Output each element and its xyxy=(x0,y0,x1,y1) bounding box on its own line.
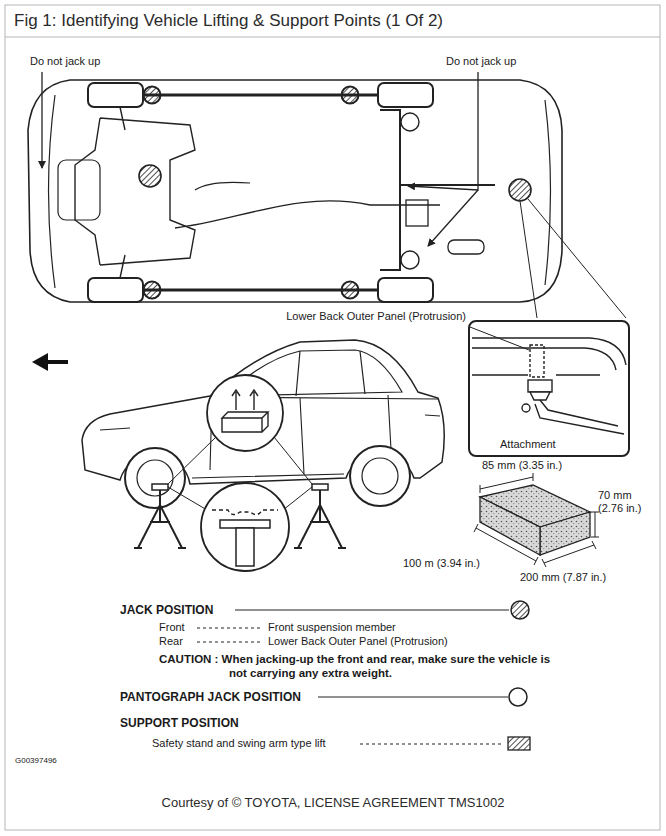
warning-label: Do not jack up xyxy=(30,55,100,68)
stand-post xyxy=(236,528,254,566)
figure-frame xyxy=(5,5,660,830)
jack-saddle xyxy=(530,392,550,400)
part-label: Attachment xyxy=(500,438,556,451)
dimension-line xyxy=(542,541,596,567)
caution-note: CAUTION : When jacking-up the front and … xyxy=(159,653,559,681)
legend-description: Front suspension member xyxy=(268,621,396,634)
inset-leader xyxy=(520,199,626,318)
muffler xyxy=(448,240,484,254)
dimension-label: 70 mm (2.76 in.) xyxy=(598,489,654,515)
stand-saddle xyxy=(220,520,270,528)
wheel xyxy=(378,83,433,107)
support-point xyxy=(144,282,161,299)
rear-jack-point xyxy=(509,179,531,201)
wheel-rim xyxy=(137,460,173,496)
legend-description: Lower Back Outer Panel (Protrusion) xyxy=(268,635,448,648)
steering-rod xyxy=(195,182,250,190)
legend-term: Front xyxy=(159,621,185,634)
dimension-line xyxy=(480,473,533,493)
panel-protrusion xyxy=(530,345,544,377)
block-side xyxy=(540,512,590,555)
panel-leader xyxy=(470,327,529,350)
legend-label: JACK POSITION xyxy=(120,603,213,617)
front-jack-point xyxy=(139,165,161,187)
inset-box: Lower Back Outer Panel (Protrusion)Attac… xyxy=(468,320,630,457)
warning-label: Do not jack up xyxy=(446,55,516,68)
legend-dashes xyxy=(360,744,502,745)
top-view xyxy=(28,72,626,318)
wheel-rim xyxy=(362,458,398,494)
body-outline xyxy=(28,80,562,302)
dimension-line xyxy=(591,512,599,537)
fuel-tank xyxy=(406,200,428,226)
wheel xyxy=(88,83,143,107)
jack-pivot xyxy=(522,404,530,412)
bumper-line xyxy=(49,95,551,288)
dimension-block xyxy=(474,473,599,567)
support-point xyxy=(342,282,359,299)
support-position-symbol xyxy=(508,737,530,750)
detail-circle xyxy=(207,375,283,451)
rear-bracket xyxy=(401,251,419,269)
wheel xyxy=(378,278,433,302)
dimension-label: 200 mm (7.87 in.) xyxy=(520,571,606,584)
warning-arrow xyxy=(428,190,478,246)
legend-leader xyxy=(235,610,509,611)
legend-label: PANTOGRAPH JACK POSITION xyxy=(120,690,301,704)
rear-bumper xyxy=(472,338,626,375)
wheel xyxy=(125,448,185,508)
safety-stand xyxy=(134,490,186,548)
legend-term: Rear xyxy=(159,635,183,648)
dimension-label: 85 mm (3.35 in.) xyxy=(482,459,562,472)
title-rule xyxy=(5,37,660,38)
figure-caption: Courtesy of © TOYOTA, LICENSE AGREEMENT … xyxy=(0,795,666,811)
front-subframe xyxy=(75,107,195,278)
legend-leader xyxy=(318,697,508,698)
engine-outline xyxy=(58,160,100,220)
arrow-head xyxy=(32,353,48,371)
arrow-shaft xyxy=(46,360,68,364)
wheel xyxy=(350,446,410,506)
attachment-block xyxy=(528,380,552,392)
rear-bracket xyxy=(401,113,419,131)
stand-head xyxy=(152,484,168,490)
rocker-sill xyxy=(143,95,378,290)
support-point xyxy=(342,87,359,104)
front-direction-arrow xyxy=(32,353,68,371)
panel-heading: Lower Back Outer Panel (Protrusion) xyxy=(286,310,466,323)
sill-profile xyxy=(212,510,278,515)
jack-position-symbol xyxy=(511,601,529,619)
warning-arrow xyxy=(41,72,42,168)
support-block xyxy=(222,412,268,432)
legend-dashes xyxy=(197,642,262,643)
safety-stand xyxy=(294,490,346,548)
jack-arm xyxy=(535,400,624,434)
warning-arrow xyxy=(408,72,478,190)
inset-drawing xyxy=(470,327,626,434)
figure-title: Fig 1: Identifying Vehicle Lifting & Sup… xyxy=(14,11,443,31)
legend-heading: SUPPORT POSITION xyxy=(120,716,239,730)
dimension-line xyxy=(474,524,538,565)
window-pillar xyxy=(296,351,365,396)
legend-label: Safety stand and swing arm type lift xyxy=(152,737,326,750)
pantograph-position-symbol xyxy=(509,688,527,706)
support-point xyxy=(144,87,161,104)
side-view xyxy=(82,340,444,571)
detail-circle xyxy=(201,483,289,571)
stand-head xyxy=(312,484,328,490)
wheel xyxy=(88,278,143,302)
legend-dashes xyxy=(197,628,262,629)
dimension-label: 100 m (3.94 in.) xyxy=(403,557,480,570)
lift-arrow xyxy=(232,390,258,410)
figure-code: G00397496 xyxy=(15,756,57,766)
